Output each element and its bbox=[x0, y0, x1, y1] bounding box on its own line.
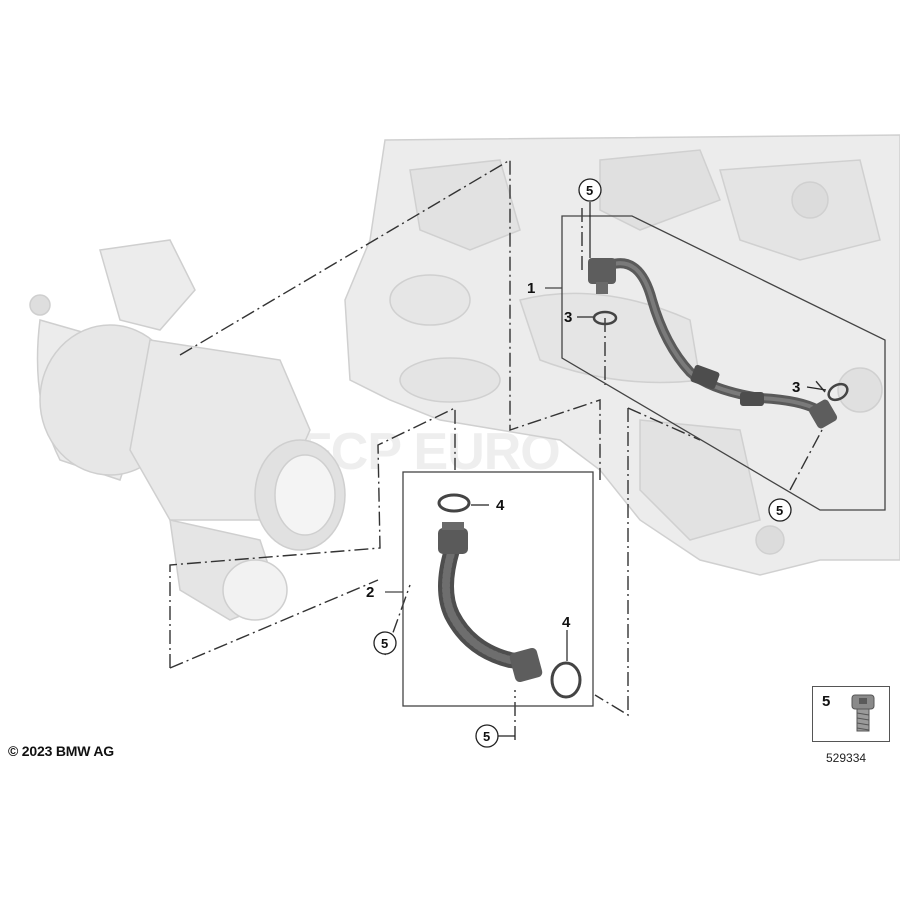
turbocharger bbox=[29, 239, 346, 621]
legend-number: 5 bbox=[822, 693, 831, 710]
callout-5-left: 5 bbox=[373, 631, 397, 655]
callout-3-upper: 3 bbox=[564, 309, 572, 326]
svg-text:5: 5 bbox=[586, 183, 593, 198]
legend-box: 5 bbox=[812, 686, 890, 742]
seal-ring-3-right bbox=[827, 382, 849, 402]
bracket-part-1 bbox=[545, 215, 886, 511]
svg-text:5: 5 bbox=[381, 636, 388, 651]
seal-ring-4-upper bbox=[437, 493, 471, 513]
svg-text:5: 5 bbox=[776, 503, 783, 518]
bracket-part-2 bbox=[385, 471, 594, 707]
oil-return-line bbox=[438, 522, 543, 682]
leader-lines bbox=[471, 202, 827, 737]
callout-5-right: 5 bbox=[768, 498, 792, 522]
callout-5-bottom: 5 bbox=[475, 724, 499, 748]
engine-block bbox=[344, 134, 900, 576]
callout-3-right: 3 bbox=[792, 379, 800, 396]
svg-text:5: 5 bbox=[483, 729, 490, 744]
part-number: 529334 bbox=[826, 751, 867, 765]
callout-4-lower: 4 bbox=[562, 614, 571, 631]
copyright-text: © 2023 BMW AG bbox=[8, 743, 114, 759]
oil-feed-line bbox=[588, 258, 838, 429]
seal-ring-4-lower bbox=[550, 661, 582, 699]
callout-5-top: 5 bbox=[578, 178, 602, 202]
screw-icon bbox=[851, 694, 875, 732]
callout-2: 2 bbox=[366, 584, 374, 601]
assembly-lines bbox=[169, 158, 826, 740]
seal-ring-3-upper bbox=[592, 310, 618, 326]
callout-1: 1 bbox=[527, 280, 535, 297]
callout-4-upper: 4 bbox=[496, 497, 505, 514]
